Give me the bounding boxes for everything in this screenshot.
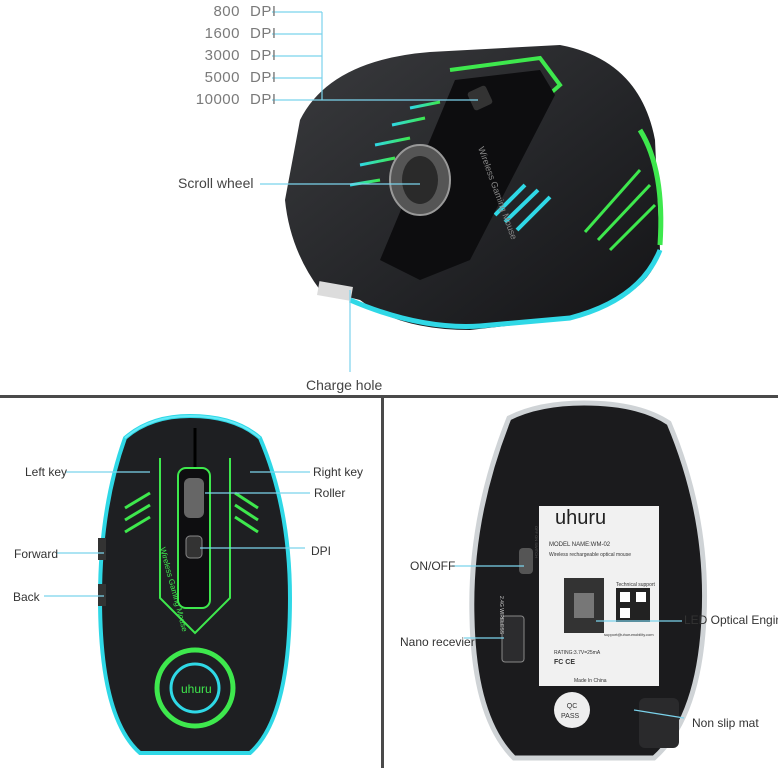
qc-text-1: QC (566, 703, 578, 710)
back-label: Back (13, 590, 40, 604)
logo-ring-inner (169, 662, 221, 714)
roller-shape[interactable] (184, 478, 204, 518)
charge-hole-label: Charge hole (306, 377, 383, 393)
label-made-in: Made In China (574, 678, 607, 684)
mouse-angle-illustration: Wireless Gaming Mouse (260, 11, 664, 372)
non-slip-pad (639, 698, 679, 748)
on-off-switch-shape[interactable] (519, 548, 533, 574)
glow-rim-right (637, 128, 664, 246)
qc-pass-sticker (554, 692, 590, 728)
center-logo-stripes (493, 183, 552, 232)
label-certs: FC CE (554, 659, 575, 666)
top-view-callouts (44, 471, 310, 597)
qc-text-2: PASS (561, 713, 580, 720)
dpi-button-shape[interactable] (467, 85, 494, 112)
vertical-divider (381, 398, 384, 768)
label-rating: RATING:3.7V=25mA (554, 650, 601, 656)
mouse-underside-illustration (452, 400, 708, 761)
charge-hole-shape (317, 281, 353, 301)
top-down-view-panel: uhuru Wireless Gaming Mouse Left key Rig… (0, 398, 381, 768)
non-slip-label: Non slip mat (692, 716, 759, 730)
label-support: support@uhurumobility.com (604, 632, 654, 637)
top-glow-stripes (124, 491, 259, 534)
nano-receiver-slot (501, 615, 525, 663)
forward-label: Forward (14, 547, 59, 561)
underside-callouts (452, 565, 685, 719)
label-tech: Technical support (616, 582, 655, 588)
glow-rim-bottom (349, 249, 663, 329)
label-brand: uhuru (555, 507, 607, 529)
right-key-label: Right key (313, 465, 364, 479)
mouse-top-illustration: uhuru Wireless Gaming Mouse (44, 413, 310, 755)
dpi-button-top[interactable] (185, 535, 203, 559)
glow-stripes-left (349, 100, 441, 187)
underside-view-panel: uhuru MODEL NAME:WM-02 Wireless recharge… (384, 398, 778, 768)
left-key-label: Left key (25, 465, 68, 479)
led-engine-label: LED Optical Engine (684, 613, 778, 627)
dpi-label: DPI (311, 544, 332, 558)
label-desc: Wireless rechargeable optical mouse (549, 552, 631, 558)
top-logo-text: uhuru (181, 682, 212, 696)
horizontal-divider (0, 395, 778, 398)
label-switch: OFF ON SWITCH (534, 526, 539, 558)
on-off-label: ON/OFF (410, 559, 456, 573)
nano-receiver-label: Nano recevier (400, 635, 475, 649)
back-button-shape[interactable] (98, 584, 106, 606)
logo-ring-outer (154, 647, 236, 729)
forward-button-shape[interactable] (98, 538, 106, 560)
label-wireless: 2.4G WIRELESS (498, 596, 504, 635)
glow-stripes-right (583, 169, 657, 252)
dpi-callout-lines (272, 11, 478, 101)
roller-label: Roller (314, 486, 346, 500)
label-model: MODEL NAME:WM-02 (549, 542, 611, 548)
wheel-channel (380, 70, 555, 280)
scroll-wheel-label: Scroll wheel (178, 175, 254, 191)
